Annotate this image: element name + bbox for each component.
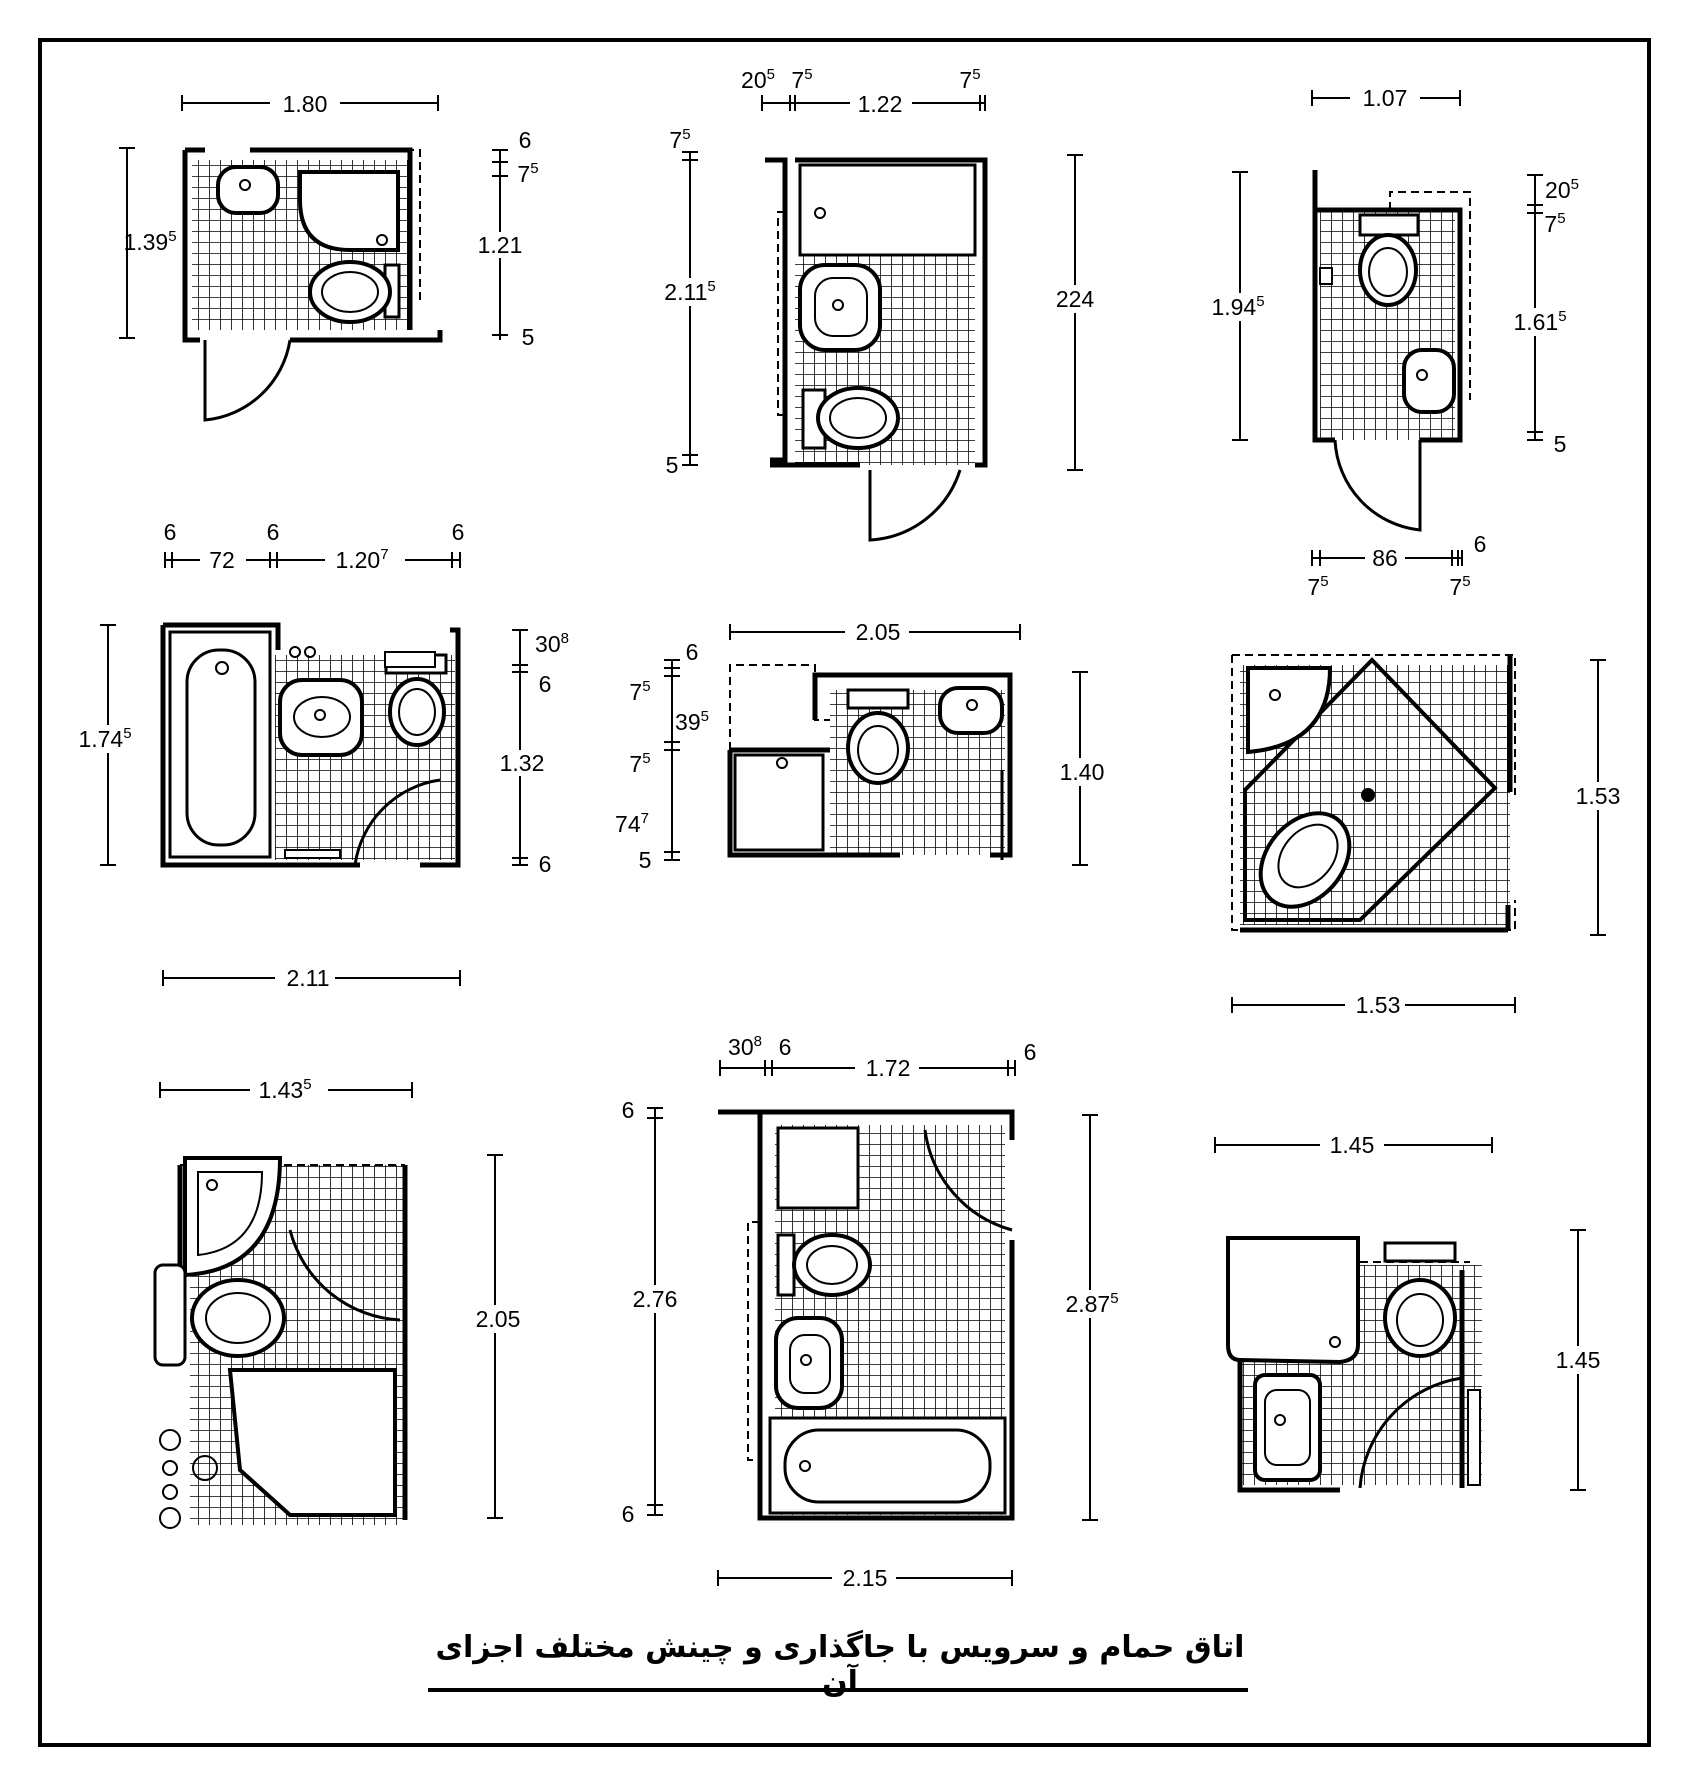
drawing-frame [38,38,1651,1747]
caption-underline [428,1688,1248,1692]
p4-bottom-dim: 2.11 [286,965,329,991]
p5-left-dim-6: 5 [639,847,652,873]
p2-top-dim-1: 205 [741,66,775,93]
p8-right-dim: 2.875 [1065,1290,1118,1317]
p3-width-label: 1.07 [1363,85,1408,111]
p8-top-dim-4: 6 [1024,1039,1037,1065]
p8-left-dim-1: 6 [622,1097,635,1123]
p2-right-dim: 224 [1056,286,1095,312]
p5-left-dim-2: 75 [629,678,650,705]
p3-bottom-dim-3: 6 [1474,531,1487,557]
p3-right-dim-3: 1.615 [1513,308,1566,335]
p2-top-dim-3: 1.22 [858,91,903,117]
p4-right-dim-1: 308 [535,630,569,657]
p2-left-dim-1: 75 [669,126,690,153]
plan-8 [718,1109,1015,1521]
p3-right-dim-1: 205 [1545,176,1579,203]
plan-1 [182,147,443,422]
p5-left-dim-3: 395 [675,708,709,735]
p8-top-dim-1: 308 [728,1033,762,1060]
p4-height-label: 1.745 [78,725,131,752]
plan-3 [1312,170,1471,532]
p2-left-dim-3: 5 [666,452,679,478]
p5-left-dim-1: 6 [686,639,699,665]
p9-width-label: 1.45 [1330,1132,1375,1158]
plan-9 [1226,1236,1482,1493]
p3-height-label: 1.945 [1211,293,1264,320]
plan-7 [153,1156,408,1529]
p4-top-dim-4: 1.207 [335,546,388,573]
sheet-caption: اتاق حمام و سرویس با جاگذاری و چینش مختل… [435,1630,1245,1700]
p5-right-dim: 1.40 [1060,759,1105,785]
p6-width-label: 1.53 [1356,992,1401,1018]
p2-top-dim-2: 75 [791,66,812,93]
p2-top-dim-4: 75 [959,66,980,93]
p4-top-dim-1: 6 [164,519,177,545]
p1-height-label: 1.395 [123,228,176,255]
p1-right-dim-1: 6 [519,127,532,153]
p8-left-dim-3: 6 [622,1501,635,1527]
p4-top-dim-3: 6 [267,519,280,545]
p4-right-dim-2: 6 [539,671,552,697]
p7-height-label: 2.05 [476,1306,521,1332]
p3-bottom-dim-2: 86 [1372,545,1398,571]
p5-left-dim-4: 75 [629,750,650,777]
p1-width-label: 1.80 [283,91,328,117]
p7-width-label: 1.435 [258,1076,311,1103]
p1-right-dim-3: 1.21 [478,232,523,258]
p8-bottom-dim: 2.15 [843,1565,888,1591]
p2-left-dim-2: 2.115 [664,278,715,305]
p6-height-label: 1.53 [1576,783,1621,809]
p1-right-dim-4: 5 [522,324,535,350]
p4-top-dim-5: 6 [452,519,465,545]
plan-2 [765,157,988,542]
p9-height-label: 1.45 [1556,1347,1601,1373]
p4-top-dim-2: 72 [209,547,235,573]
p8-top-dim-2: 6 [779,1034,792,1060]
p4-right-dim-3: 1.32 [500,750,545,776]
p3-bottom-dim-1: 75 [1307,573,1328,600]
p8-left-dim-2: 2.76 [633,1286,678,1312]
plan-5 [727,664,1013,860]
p5-width-label: 2.05 [856,619,901,645]
p4-right-dim-4: 6 [539,851,552,877]
p3-right-dim-4: 5 [1554,431,1567,457]
p1-right-dim-2: 75 [517,160,538,187]
plan-6 [1231,654,1516,933]
plan-4 [160,622,461,868]
p3-right-dim-2: 75 [1544,210,1565,237]
p3-bottom-dim-4: 75 [1449,573,1470,600]
p5-left-dim-5: 747 [615,810,649,837]
p8-top-dim-3: 1.72 [866,1055,911,1081]
